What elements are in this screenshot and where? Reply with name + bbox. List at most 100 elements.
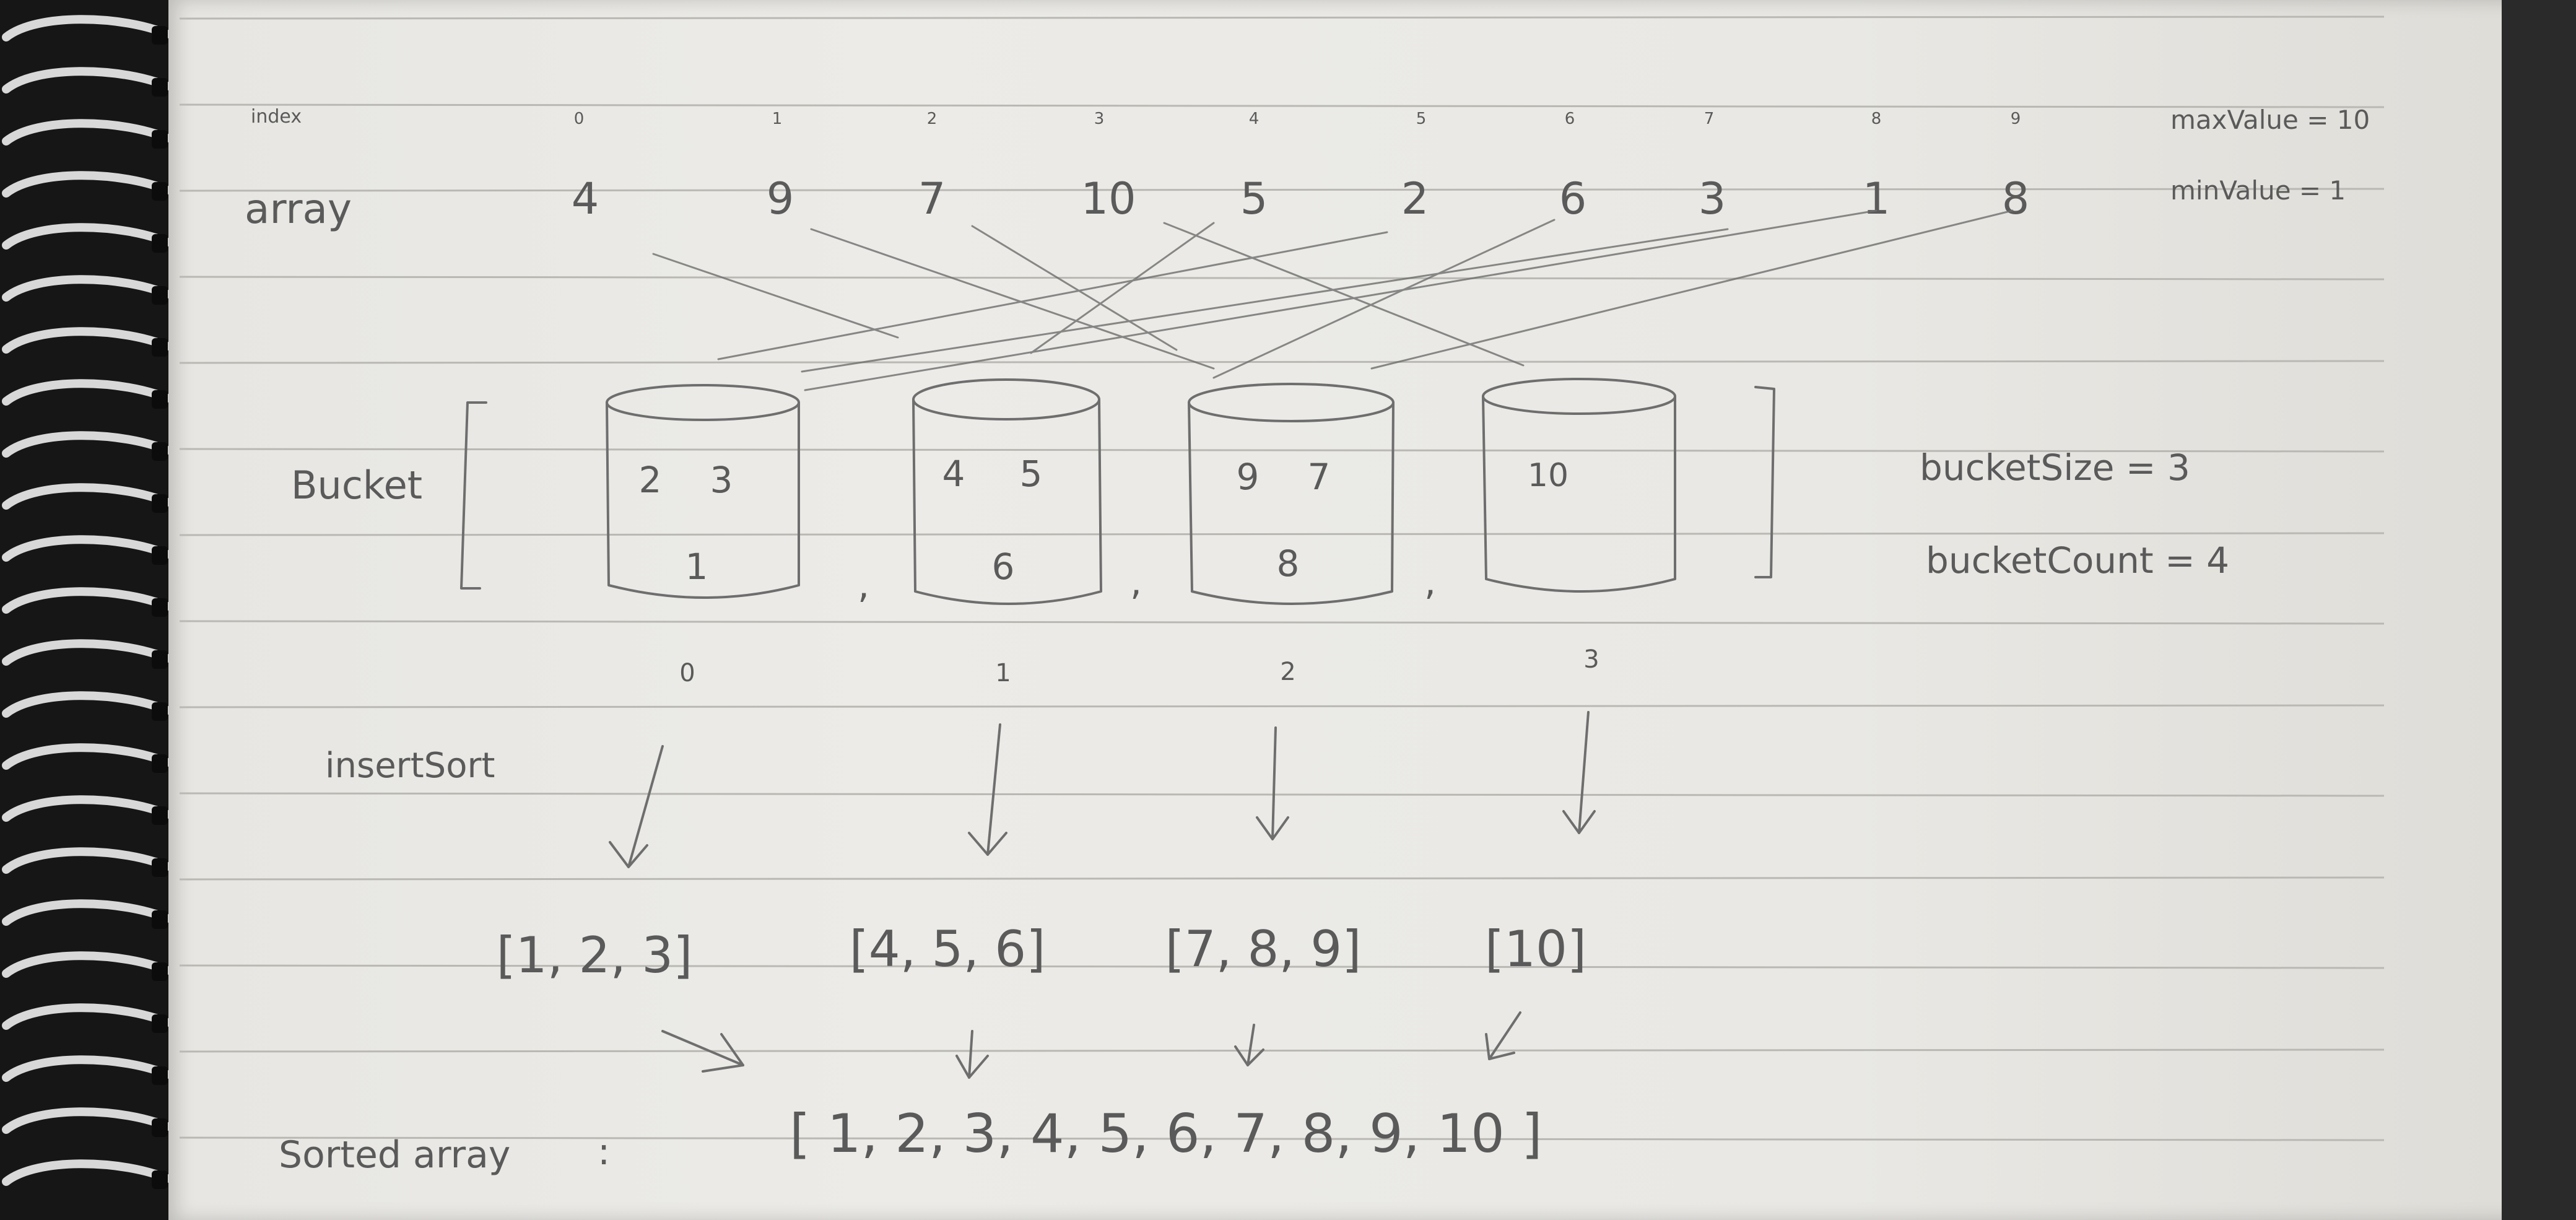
spiral-ring — [2, 899, 172, 926]
sorted-bucket: [4, 5, 6] — [850, 920, 1046, 978]
sorted-bucket: [1, 2, 3] — [497, 926, 693, 984]
ruled-line — [179, 360, 2385, 364]
ruled-line — [179, 964, 2385, 969]
spiral-hole — [152, 702, 168, 721]
ruled-line — [179, 532, 2385, 536]
spiral-ring — [2, 483, 172, 510]
sorted-bucket: [7, 8, 9] — [1165, 920, 1362, 978]
spiral-hole — [152, 546, 168, 565]
bucket-separator: , — [1130, 560, 1142, 604]
index-cell: 6 — [1565, 110, 1575, 128]
array-cell: 5 — [1240, 173, 1268, 224]
ruled-line — [179, 876, 2385, 881]
spiral-ring — [2, 795, 172, 822]
spiral-ring — [2, 639, 172, 666]
spiral-hole — [152, 130, 168, 149]
notebook-paper — [168, 0, 2556, 1220]
ruled-line — [179, 15, 2385, 20]
background-edge — [2502, 0, 2576, 1220]
spiral-hole — [152, 234, 168, 253]
insert-sort-label: insertSort — [325, 746, 495, 786]
spiral-hole — [152, 442, 168, 461]
ruled-line — [179, 1048, 2385, 1053]
ruled-lines — [179, 15, 2385, 1141]
ruled-line — [179, 103, 2385, 108]
spiral-hole — [152, 962, 168, 981]
ruled-line — [179, 276, 2385, 281]
bucket-value: 2 — [639, 459, 662, 501]
insert-sort-arrows — [609, 711, 1596, 868]
spiral-ring — [2, 67, 172, 94]
bucket-size-text: bucketSize = 3 — [1920, 447, 2190, 489]
sorted-array-result: [ 1, 2, 3, 4, 5, 6, 7, 8, 9, 10 ] — [790, 1103, 1543, 1165]
spiral-hole — [152, 286, 168, 305]
bucket-index: 1 — [995, 659, 1011, 687]
sorted-array-colon: : — [598, 1130, 610, 1174]
bucket-3: 10 3 — [1482, 378, 1676, 674]
bucket-value: 9 — [1237, 456, 1260, 498]
spiral-hole — [152, 182, 168, 201]
spiral-ring — [2, 951, 172, 978]
ruled-line — [179, 448, 2385, 453]
bucket-close-bracket — [1754, 386, 1775, 578]
index-cell: 5 — [1416, 110, 1427, 128]
spiral-ring — [2, 1107, 172, 1134]
array-label: array — [245, 185, 352, 233]
ruled-line — [179, 620, 2385, 625]
bucket-0: 2 3 1 0 — [606, 384, 800, 687]
spiral-hole — [152, 806, 168, 825]
spiral-ring — [2, 275, 172, 302]
bucket-value: 5 — [1020, 453, 1043, 495]
array-row: 4 9 7 10 5 2 6 3 1 8 — [572, 173, 2030, 224]
spiral-hole — [152, 1118, 168, 1137]
array-cell: 3 — [1699, 173, 1726, 224]
sorted-bucket: [10] — [1485, 920, 1586, 978]
spiral-hole — [152, 26, 168, 45]
spiral-hole — [152, 910, 168, 929]
min-value-text: minValue = 1 — [2170, 175, 2346, 206]
spiral-ring — [2, 327, 172, 354]
spiral-ring — [2, 379, 172, 406]
ruled-line — [179, 704, 2385, 708]
spiral-ring — [2, 171, 172, 198]
index-cell: 3 — [1094, 110, 1105, 128]
spiral-ring — [2, 119, 172, 146]
array-cell: 7 — [918, 173, 946, 224]
bucket-value: 1 — [685, 546, 708, 588]
index-cell: 1 — [772, 110, 783, 128]
ruled-line — [179, 792, 2385, 797]
index-row: 0 1 2 3 4 5 6 7 8 9 — [574, 110, 2021, 128]
bucket-value: 3 — [710, 459, 733, 501]
bucket-index: 0 — [679, 659, 695, 687]
spiral-hole — [152, 598, 168, 617]
index-cell: 9 — [2011, 110, 2021, 128]
ruled-line — [179, 188, 2385, 192]
index-cell: 7 — [1704, 110, 1715, 128]
spiral-hole — [152, 1170, 168, 1189]
index-cell: 0 — [574, 110, 585, 128]
bucket-index: 2 — [1280, 658, 1295, 686]
spiral-ring — [2, 587, 172, 614]
spiral-ring — [2, 743, 172, 770]
spiral-ring — [2, 691, 172, 718]
spiral-binding — [0, 0, 186, 1220]
bucket-value: 7 — [1308, 456, 1331, 498]
array-cell: 2 — [1401, 173, 1429, 224]
spiral-ring — [2, 15, 172, 41]
spiral-hole — [152, 390, 168, 409]
spiral-hole — [152, 650, 168, 669]
spiral-hole — [152, 1014, 168, 1033]
array-cell: 10 — [1081, 173, 1136, 224]
array-cell: 4 — [572, 173, 599, 224]
spiral-ring — [2, 847, 172, 874]
ruled-line — [179, 1136, 2385, 1141]
index-cell: 4 — [1249, 110, 1260, 128]
bucket-value: 10 — [1528, 457, 1569, 494]
spiral-ring — [2, 535, 172, 562]
array-cell: 6 — [1559, 173, 1587, 224]
spiral-ring — [2, 1159, 172, 1186]
bucket-value: 4 — [942, 453, 965, 495]
bucket-index: 3 — [1583, 645, 1599, 674]
bucket-value: 6 — [992, 546, 1015, 588]
